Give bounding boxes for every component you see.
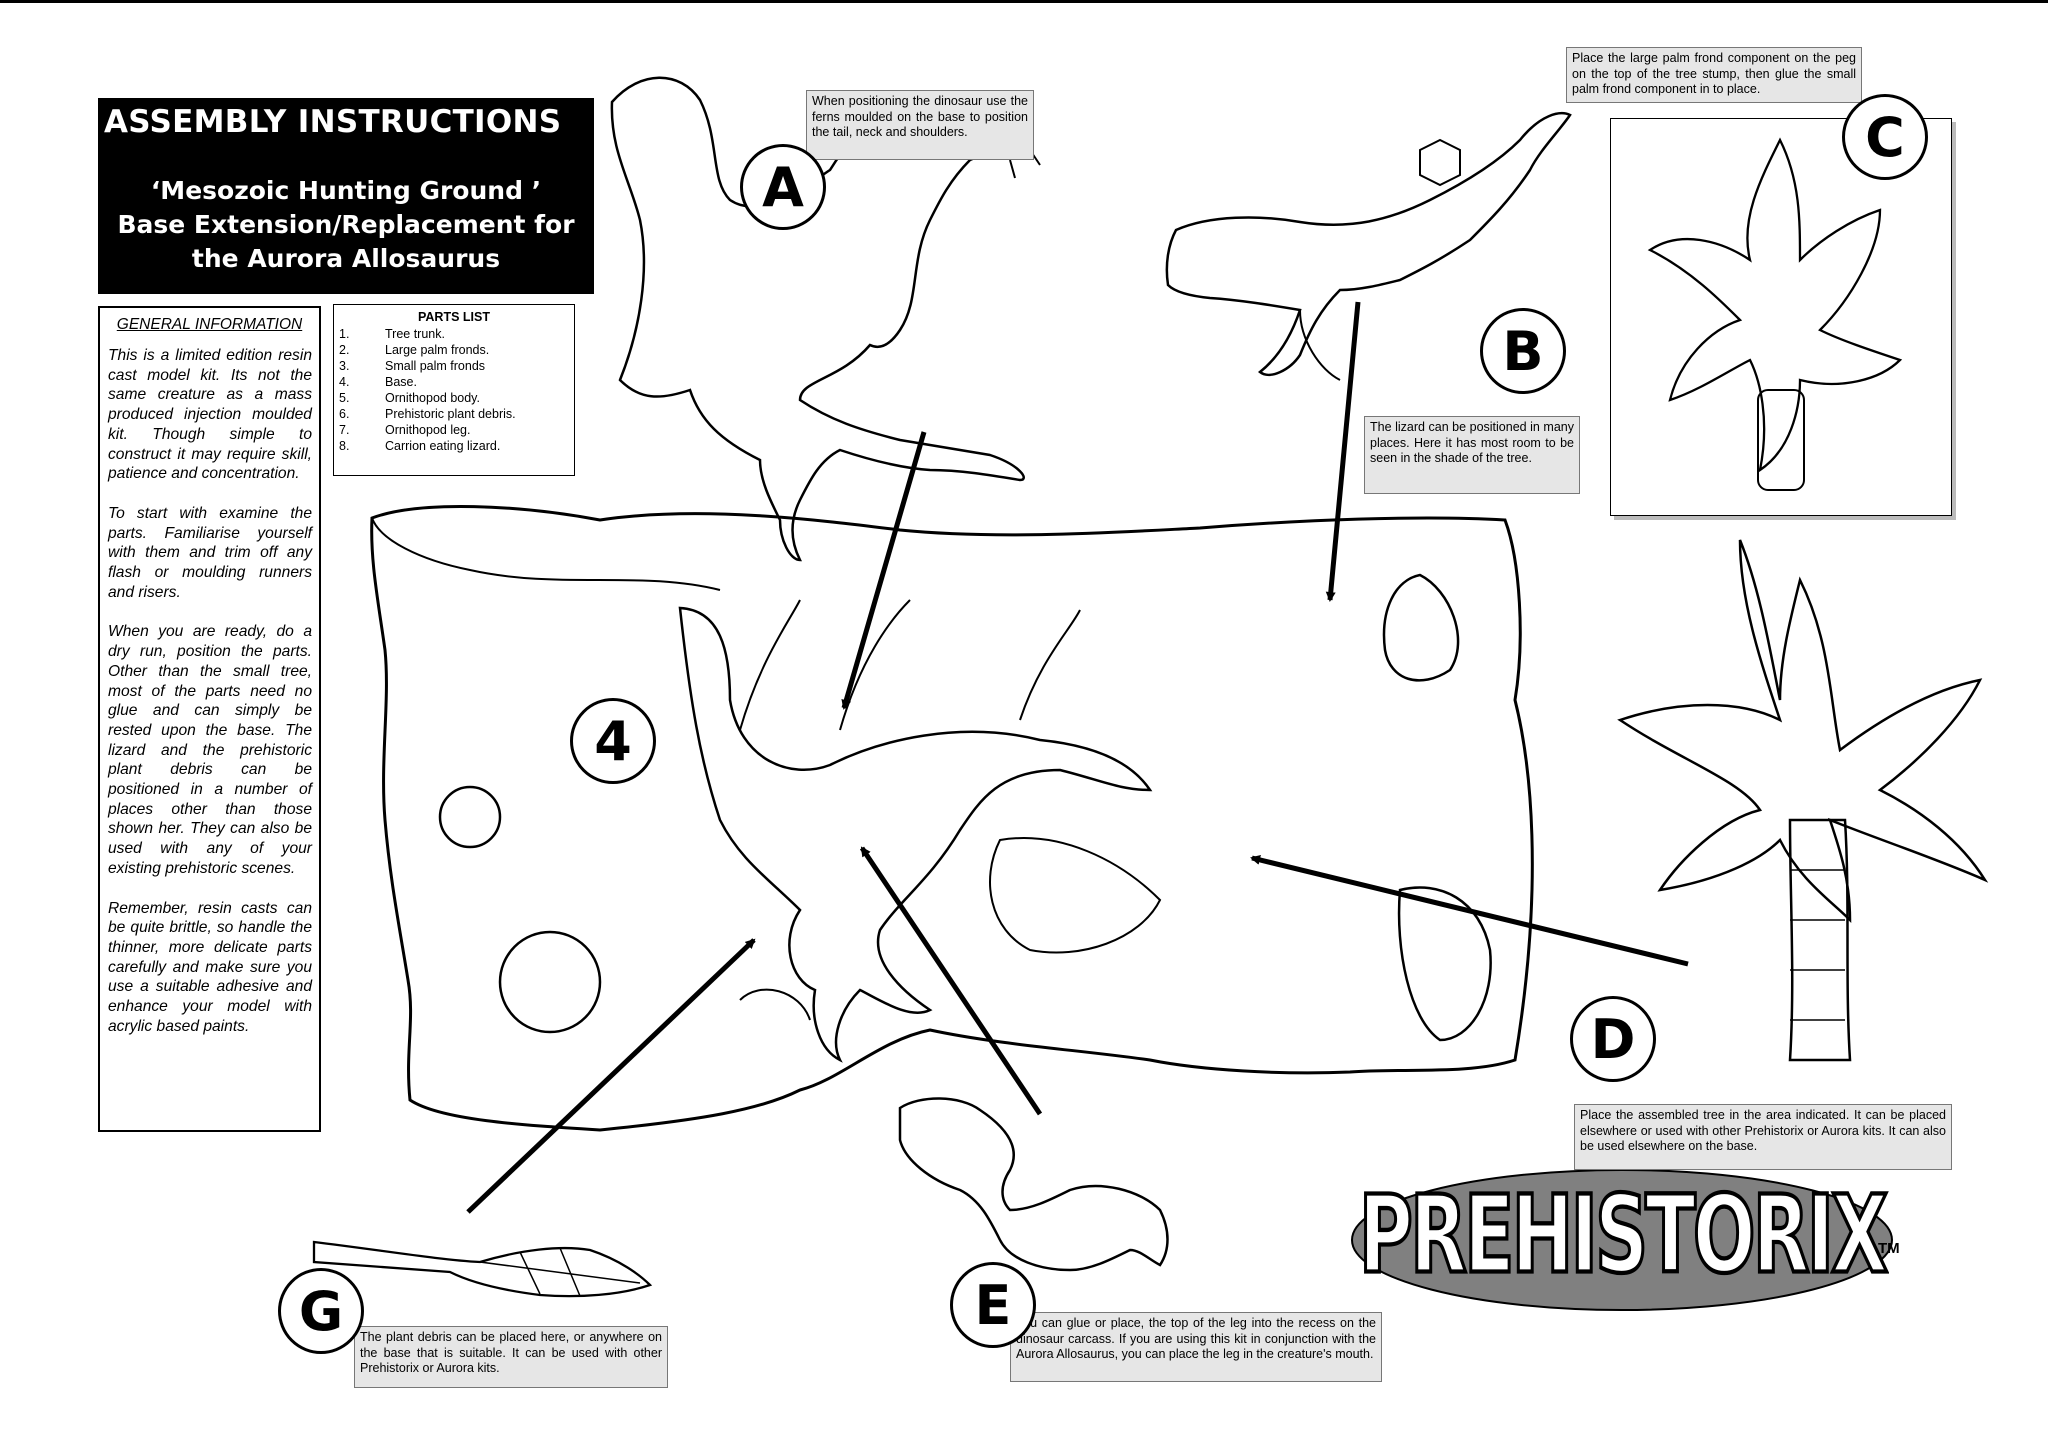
top-border [0,0,2048,3]
caption-a: When positioning the dinosaur use the fe… [806,90,1034,160]
kit-subtitle: ‘Mesozoic Hunting Ground ’ Base Extensio… [98,174,594,276]
subtitle-line-1: ‘Mesozoic Hunting Ground ’ [150,176,542,205]
title-block: ASSEMBLY INSTRUCTIONS ‘Mesozoic Hunting … [98,98,594,294]
caption-g: The plant debris can be placed here, or … [354,1326,668,1388]
caption-d: Place the assembled tree in the area ind… [1574,1104,1952,1170]
caption-b: The lizard can be positioned in many pla… [1364,416,1580,494]
caption-e: You can glue or place, the top of the le… [1010,1312,1382,1382]
marker-b: B [1480,308,1566,394]
marker-base-4: 4 [570,698,656,784]
marker-g: G [278,1268,364,1354]
subtitle-line-2: Base Extension/Replacement for [117,210,575,239]
trademark-mark: TM [1878,1240,1900,1257]
list-item: 6.Prehistoric plant debris. [339,407,516,421]
arrow-icon [1250,855,1689,967]
logo-oval [1351,1169,1893,1311]
prehistorix-logo: PREHISTORIX [1352,1168,1892,1312]
info-paragraph: This is a limited edition resin cast mod… [108,347,312,483]
marker-e: E [950,1262,1036,1348]
list-item: 2.Large palm fronds. [339,343,490,357]
caption-c: Place the large palm frond component on … [1566,47,1862,103]
parts-list-panel: PARTS LIST 1.Tree trunk. 2.Large palm fr… [333,304,575,476]
marker-d: D [1570,996,1656,1082]
marker-a: A [740,144,826,230]
base-illustration [370,504,1534,1132]
palm-fronds-illustration [1647,137,1903,491]
list-item: 1.Tree trunk. [339,327,445,341]
list-item: 4.Base. [339,375,417,389]
subtitle-line-3: the Aurora Allosaurus [191,244,501,273]
lizard-illustration [1165,112,1572,381]
arrows [466,301,1689,1214]
list-item: 7.Ornithopod leg. [339,423,471,437]
arrow-icon [466,938,756,1214]
logo-text: PREHISTORIX [1357,1170,1889,1299]
general-information-panel: GENERAL INFORMATION This is a limited ed… [98,306,321,1132]
arrow-icon [859,846,1043,1116]
plant-debris-illustration [312,1240,653,1298]
list-item: 5.Ornithopod body. [339,391,480,405]
parts-list: 1.Tree trunk. 2.Large palm fronds. 3.Sma… [334,326,574,454]
parts-list-heading: PARTS LIST [418,310,490,324]
info-paragraph: To start with examine the parts. Familia… [108,504,312,601]
list-item: 3.Small palm fronds [339,359,486,373]
info-paragraph: When you are ready, do a dry run, positi… [108,623,312,877]
info-paragraph: Remember, resin casts can be quite britt… [108,899,312,1035]
arrow-icon [841,431,927,710]
leg-illustration [898,1097,1169,1272]
general-information-heading: GENERAL INFORMATION [116,316,303,333]
arrow-icon [1325,301,1361,602]
page-title: ASSEMBLY INSTRUCTIONS [104,104,562,140]
list-item: 8.Carrion eating lizard. [339,439,501,453]
marker-c: C [1842,94,1928,180]
palm-tree-illustration [1617,539,1989,1062]
dinosaur-on-base-illustration [678,606,1153,1063]
general-information-text: This is a limited edition resin cast mod… [100,346,319,1037]
